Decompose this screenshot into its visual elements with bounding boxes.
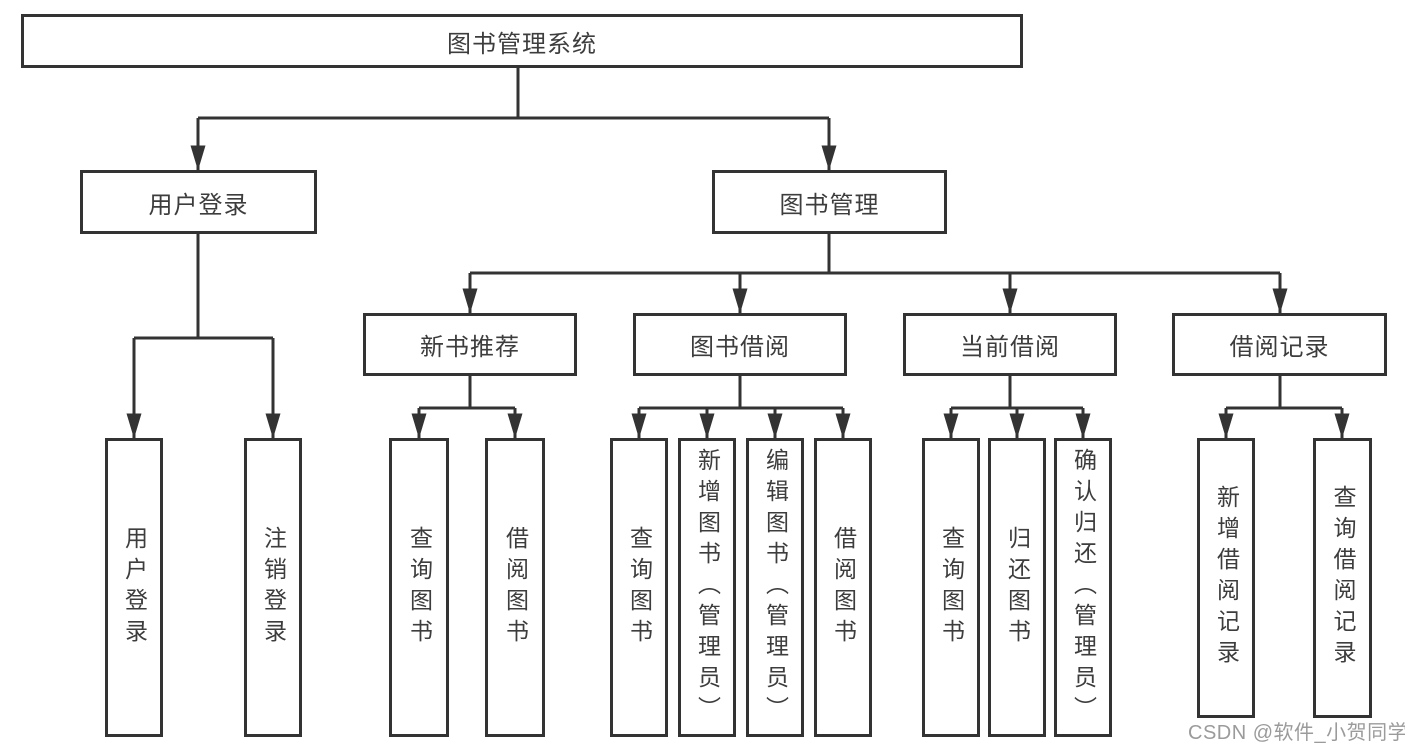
node-label: 注销登录 [260, 525, 287, 650]
node-book-management: 图书管理 [712, 170, 947, 234]
leaf-borrow-books-recommend: 借阅图书 [485, 438, 545, 737]
node-label: 编辑图书（管理员） [762, 448, 789, 727]
node-label: 借阅图书 [830, 525, 857, 650]
node-label: 查询图书 [626, 525, 653, 650]
node-label: 查询图书 [406, 525, 433, 650]
leaf-logout-login: 注销登录 [244, 438, 302, 737]
leaf-query-borrow-record: 查询借阅记录 [1313, 438, 1372, 718]
node-label: 当前借阅 [960, 334, 1060, 361]
node-label: 借阅记录 [1229, 334, 1330, 361]
node-user-login: 用户登录 [80, 170, 317, 234]
node-label: 新增图书（管理员） [694, 448, 721, 727]
node-root-system: 图书管理系统 [21, 14, 1023, 68]
node-book-borrow: 图书借阅 [633, 313, 847, 376]
node-label: 确认归还（管理员） [1070, 448, 1097, 727]
node-borrow-records: 借阅记录 [1172, 313, 1387, 376]
leaf-query-books-recommend: 查询图书 [389, 438, 449, 737]
node-label: 图书借阅 [690, 334, 790, 361]
node-current-borrow: 当前借阅 [903, 313, 1117, 376]
node-label: 新书推荐 [420, 334, 520, 361]
node-label: 新增借阅记录 [1213, 485, 1240, 671]
leaf-return-book: 归还图书 [988, 438, 1046, 737]
leaf-query-books-borrow: 查询图书 [610, 438, 668, 737]
csdn-watermark: CSDN @软件_小贺同学 [1188, 722, 1405, 744]
leaf-add-book-admin: 新增图书（管理员） [678, 438, 736, 737]
node-label: 查询借阅记录 [1330, 485, 1356, 671]
node-label: 图书管理系统 [447, 30, 597, 58]
leaf-add-borrow-record: 新增借阅记录 [1197, 438, 1255, 718]
leaf-confirm-return-admin: 确认归还（管理员） [1054, 438, 1112, 737]
node-new-book-recommend: 新书推荐 [363, 313, 577, 376]
leaf-edit-book-admin: 编辑图书（管理员） [746, 438, 804, 737]
leaf-query-books-current: 查询图书 [922, 438, 980, 737]
node-label: 归还图书 [1004, 525, 1031, 650]
leaf-user-login: 用户登录 [105, 438, 163, 737]
node-label: 图书管理 [779, 191, 880, 219]
leaf-borrow-books: 借阅图书 [814, 438, 872, 737]
node-label: 查询图书 [938, 525, 965, 650]
node-label: 用户登录 [148, 191, 249, 219]
node-label: 用户登录 [121, 525, 148, 650]
node-label: 借阅图书 [502, 525, 529, 650]
